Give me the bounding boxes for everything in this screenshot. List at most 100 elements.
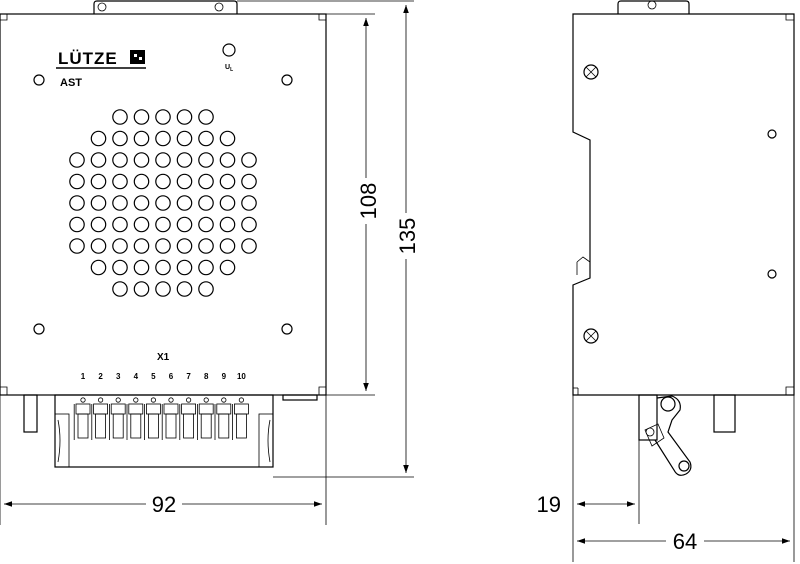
vent-hole xyxy=(155,152,171,168)
front-housing xyxy=(0,13,327,396)
terminal-clamp xyxy=(128,403,144,415)
vent-hole xyxy=(176,259,193,276)
vent-hole xyxy=(241,152,257,168)
vent-hole xyxy=(90,173,107,190)
dimension-width: 92 xyxy=(0,395,327,525)
vent-hole xyxy=(198,281,214,297)
dimension-clip: 19 xyxy=(537,395,640,524)
dim-92: 92 xyxy=(152,492,176,517)
vent-hole xyxy=(90,259,107,276)
vent-hole xyxy=(112,238,128,254)
vent-hole xyxy=(219,216,236,233)
vent-hole xyxy=(90,195,107,211)
vent-hole xyxy=(133,195,150,211)
vent-hole xyxy=(155,173,171,190)
vent-hole xyxy=(241,173,257,190)
vent-hole xyxy=(155,195,171,211)
vent-hole xyxy=(155,238,171,254)
vent-hole xyxy=(176,130,193,147)
vent-hole xyxy=(69,173,85,190)
vent-hole xyxy=(133,173,150,190)
terminal-number: 2 xyxy=(98,372,103,381)
vent-hole xyxy=(198,173,214,190)
vent-hole xyxy=(198,152,214,168)
screw-icon xyxy=(583,64,599,80)
vent-hole xyxy=(155,281,171,297)
vent-hole xyxy=(133,259,150,276)
vent-hole xyxy=(241,238,257,254)
terminal-clamp xyxy=(198,403,214,415)
vent-hole xyxy=(241,216,257,233)
vent-hole xyxy=(133,216,150,233)
led-label: UL xyxy=(225,64,233,73)
vent-hole xyxy=(219,173,236,190)
vent-hole xyxy=(112,130,128,147)
terminal-clamp xyxy=(75,403,91,415)
vent-hole xyxy=(112,173,128,190)
dimension-depth: 64 xyxy=(572,395,795,562)
terminal-clamp xyxy=(145,403,161,415)
terminal-clamp xyxy=(233,403,249,415)
connector-label: X1 xyxy=(157,352,170,363)
vent-hole xyxy=(133,281,150,297)
vent-hole xyxy=(90,216,107,233)
dim-64: 64 xyxy=(673,529,697,554)
vent-hole xyxy=(112,109,128,125)
clip-icon xyxy=(638,394,692,476)
vent-hole xyxy=(133,130,150,147)
terminal-number: 5 xyxy=(151,372,156,381)
vent-hole xyxy=(155,130,171,147)
vent-hole xyxy=(219,259,236,276)
terminal-number: 1 xyxy=(81,372,86,381)
terminal-number: 3 xyxy=(116,372,121,381)
vent-hole xyxy=(198,216,214,233)
brand-name: LÜTZE xyxy=(58,49,118,68)
terminal-clamp xyxy=(181,403,197,415)
terminal-number: 7 xyxy=(186,372,191,381)
vent-hole xyxy=(69,216,85,233)
vent-hole xyxy=(90,152,107,168)
terminal-clamp xyxy=(216,403,232,415)
vent-hole xyxy=(219,130,236,147)
vent-hole xyxy=(176,238,193,254)
vent-hole xyxy=(198,238,214,254)
vent-hole xyxy=(112,259,128,276)
terminal-number: 9 xyxy=(222,372,227,381)
vent-hole xyxy=(198,130,214,147)
vent-hole xyxy=(133,109,150,125)
vent-hole xyxy=(90,238,107,254)
status-led xyxy=(222,43,236,57)
side-housing xyxy=(572,13,795,396)
mounting-hole xyxy=(767,129,777,139)
mounting-hole xyxy=(33,74,45,86)
vent-hole xyxy=(219,152,236,168)
vent-hole xyxy=(155,259,171,276)
vent-hole xyxy=(155,109,171,125)
mounting-hole xyxy=(281,74,293,86)
vent-hole xyxy=(176,216,193,233)
vent-hole xyxy=(176,281,193,297)
vent-hole xyxy=(112,281,128,297)
vent-hole xyxy=(112,152,128,168)
vent-hole xyxy=(133,238,150,254)
terminal-block xyxy=(54,394,274,468)
dimension-height-inner: 108 xyxy=(326,13,381,396)
terminal-number: 6 xyxy=(169,372,174,381)
vent-hole xyxy=(69,238,85,254)
vent-hole xyxy=(176,152,193,168)
vent-hole xyxy=(241,195,257,211)
terminal-clamp xyxy=(110,403,126,415)
dim-108: 108 xyxy=(356,183,381,220)
mounting-hole xyxy=(767,269,777,279)
vent-hole xyxy=(176,195,193,211)
terminal-number: 8 xyxy=(204,372,209,381)
vent-hole xyxy=(155,216,171,233)
vent-hole xyxy=(112,216,128,233)
model-label: AST xyxy=(60,77,82,89)
mounting-hole xyxy=(33,323,45,335)
vent-hole xyxy=(198,109,214,125)
dim-135: 135 xyxy=(395,218,420,255)
